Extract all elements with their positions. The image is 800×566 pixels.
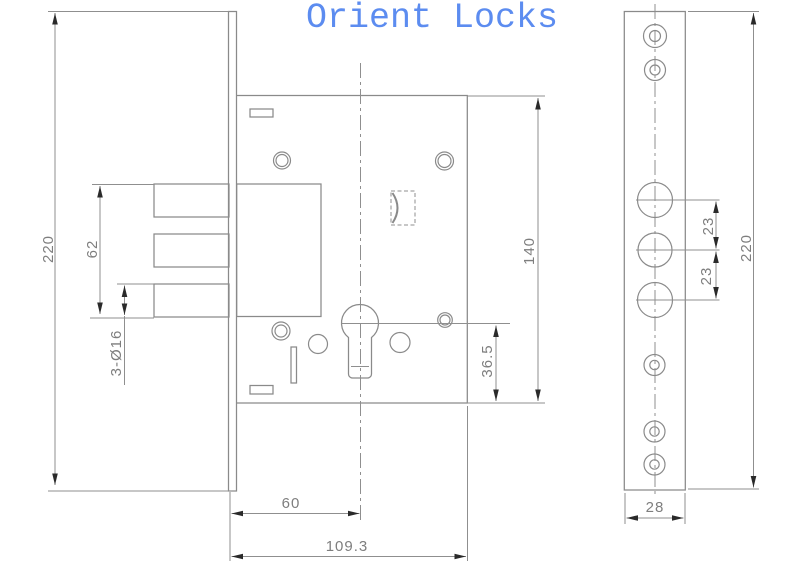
post-top-left-inner bbox=[275, 153, 289, 168]
dim-label-hole-pitch-bottom: 23 bbox=[698, 267, 715, 286]
dim-label-bolt-span: 62 bbox=[84, 240, 101, 259]
screw-hole-1-outer bbox=[642, 23, 668, 49]
side-view-dimensions: 23 23 220 28 bbox=[624, 11, 759, 524]
hole-left-of-cylinder bbox=[307, 333, 329, 355]
front-view bbox=[153, 10, 510, 520]
screw-hole-3-inner bbox=[649, 359, 660, 371]
post-mid-right-outer bbox=[437, 312, 453, 328]
screw-hole-4-inner bbox=[649, 426, 660, 437]
hole-right-of-cylinder bbox=[389, 331, 411, 354]
screw-hole-5-inner bbox=[649, 459, 660, 470]
dim-label-plate-width: 28 bbox=[646, 499, 665, 516]
screw-hole-5-outer bbox=[643, 453, 666, 476]
lock-body-outline bbox=[236, 94, 468, 404]
vertical-slot bbox=[290, 346, 298, 384]
screw-hole-3-outer bbox=[643, 353, 666, 377]
screw-hole-2-outer bbox=[643, 58, 667, 82]
screw-hole-1-inner bbox=[648, 29, 662, 43]
dim-label-faceplate-height: 220 bbox=[40, 235, 57, 263]
post-mid-right-inner bbox=[439, 314, 451, 326]
deadbolt-1 bbox=[153, 183, 230, 218]
faceplate-front bbox=[227, 10, 238, 492]
screw-hole-2-inner bbox=[649, 64, 661, 76]
latch-spring-arc bbox=[391, 192, 399, 224]
bolt-housing-box bbox=[236, 183, 322, 318]
post-top-left-outer bbox=[272, 151, 292, 170]
drawing-title: Orient Locks bbox=[306, 0, 558, 38]
dim-label-body-height: 140 bbox=[521, 237, 538, 265]
dim-label-bolt-diameter: 3-Ø16 bbox=[108, 330, 125, 377]
bottom-slot bbox=[249, 384, 274, 395]
dim-label-plate-height: 220 bbox=[738, 234, 755, 262]
euro-cylinder-keyhole bbox=[340, 303, 380, 379]
deadbolt-2 bbox=[153, 233, 230, 268]
dim-label-hole-pitch-top: 23 bbox=[700, 217, 717, 236]
post-mid-left-inner bbox=[274, 324, 288, 338]
deadbolt-3 bbox=[153, 283, 230, 318]
dim-label-body-depth: 109.3 bbox=[326, 538, 369, 555]
dim-label-backset: 60 bbox=[282, 495, 301, 512]
post-top-right-inner bbox=[437, 153, 452, 169]
dim-label-cylinder-offset: 36.5 bbox=[479, 344, 496, 377]
post-top-right-outer bbox=[434, 151, 455, 171]
top-slot bbox=[249, 108, 274, 118]
screw-hole-4-outer bbox=[643, 420, 666, 443]
front-view-dimensions: 220 62 3-Ø16 140 36.5 60 109.3 bbox=[40, 11, 545, 561]
latch-hidden-outline bbox=[390, 190, 416, 226]
post-mid-left-outer bbox=[271, 321, 291, 341]
side-view bbox=[623, 4, 720, 497]
